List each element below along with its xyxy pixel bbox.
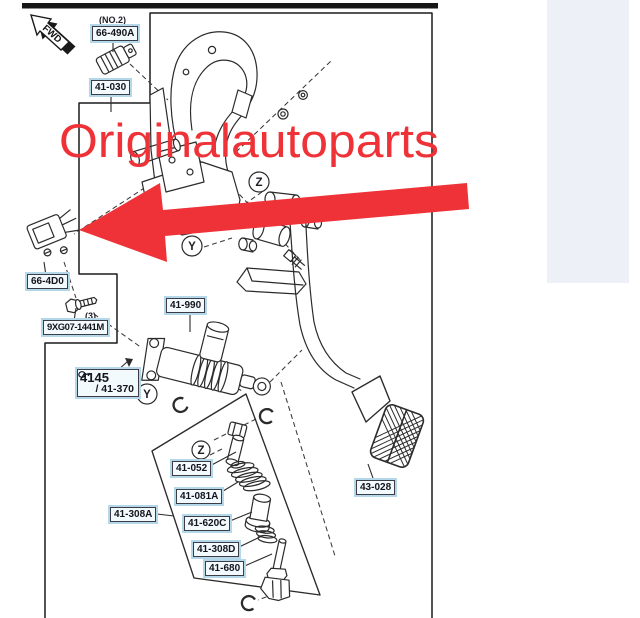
part-label-41-308D[interactable]: 41-308D xyxy=(190,540,242,559)
key-icon xyxy=(78,371,91,378)
part-label-41-620C[interactable]: 41-620C xyxy=(181,514,233,533)
part-label-41-030[interactable]: 41-030 xyxy=(88,78,133,97)
pedal-bracket-drawing xyxy=(130,31,323,236)
pivot-parts-drawing xyxy=(236,218,307,295)
kit-pointer-arrowhead xyxy=(125,358,133,367)
note-qty-3: (3) xyxy=(85,311,96,321)
part-label-41-308A[interactable]: 41-308A xyxy=(107,505,159,524)
side-panel xyxy=(547,0,629,283)
part-label-41-052[interactable]: 41-052 xyxy=(169,459,214,478)
top-rule xyxy=(22,3,438,9)
part-label-4145-kit[interactable]: 4145 / 41-370 xyxy=(75,367,141,399)
master-cylinder-drawing xyxy=(141,321,271,396)
ref-circle-z2: Z xyxy=(197,445,204,457)
spring-drawing xyxy=(226,460,271,492)
fwd-arrow-marker: FWD xyxy=(29,14,76,55)
ref-circle-y2: Y xyxy=(143,389,151,401)
switch-no2-drawing xyxy=(95,43,137,75)
part-label-66-490A[interactable]: 66-490A xyxy=(89,24,141,43)
red-pointer-arrow xyxy=(79,183,469,262)
part-label-66-4D0[interactable]: 66-4D0 xyxy=(25,272,70,291)
switch-drawing xyxy=(26,209,80,257)
part-label-43-028[interactable]: 43-028 xyxy=(353,478,398,497)
watermark-text: Originalautoparts xyxy=(59,114,439,167)
part-label-9XG07-1441M[interactable]: 9XG07-1441M xyxy=(41,318,110,337)
part-label-41-081A[interactable]: 41-081A xyxy=(173,487,225,506)
part-label-41-680[interactable]: 41-680 xyxy=(202,559,247,578)
pushrod-kit-drawing xyxy=(151,393,321,602)
note-no2: (NO.2) xyxy=(99,15,126,25)
kit-sub-code-text: / 41-370 xyxy=(95,383,134,395)
frame-border xyxy=(44,12,433,618)
ref-circle-y1: Y xyxy=(188,241,196,253)
part-label-41-990[interactable]: 41-990 xyxy=(163,296,208,315)
ref-circle-z1: Z xyxy=(255,177,262,189)
snap-ring-clips xyxy=(172,396,274,612)
pedal-arm-drawing xyxy=(288,205,426,470)
